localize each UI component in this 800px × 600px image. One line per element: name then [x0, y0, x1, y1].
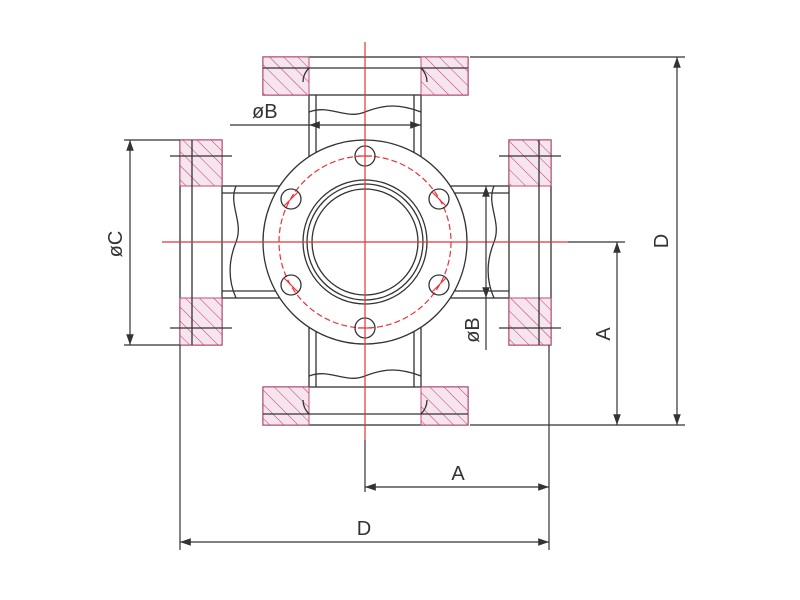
overall-label-vertical: D	[651, 234, 673, 248]
dim-overall-vertical: D	[470, 56, 685, 425]
bolt-hole	[280, 274, 302, 296]
flange-dia-label: øC	[105, 231, 127, 258]
dim-flange-dia: øC	[105, 139, 180, 346]
bore-label-top: øB	[252, 101, 278, 123]
dim-bore-top: øB	[230, 101, 421, 129]
dim-overall-horizontal: D	[179, 345, 550, 550]
dim-bore-side: øB	[462, 186, 490, 350]
dim-offset-horizontal: A	[364, 440, 549, 492]
centerlines	[162, 42, 568, 440]
overall-label-horizontal: D	[357, 518, 371, 540]
bolt-hole	[428, 274, 450, 296]
offset-label-vertical: A	[593, 327, 615, 341]
bore-label-side: øB	[462, 317, 484, 343]
bolt-hole	[280, 188, 302, 210]
bolt-hole	[428, 188, 450, 210]
offset-label-horizontal: A	[451, 463, 465, 485]
dim-offset-vertical: A	[470, 241, 685, 426]
